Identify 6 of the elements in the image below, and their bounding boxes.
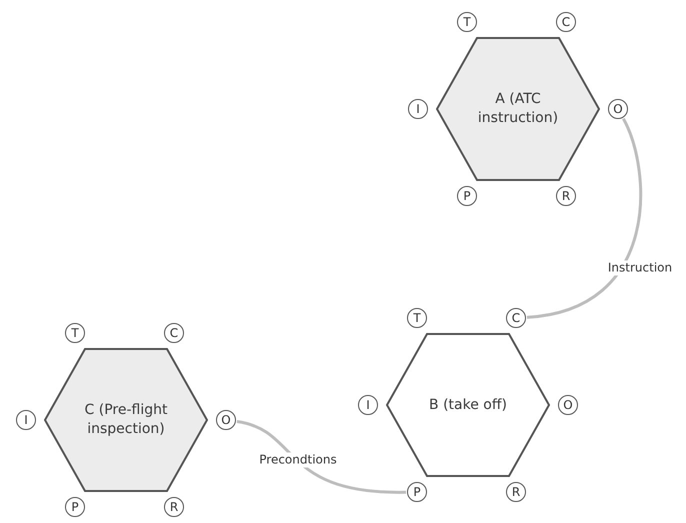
connector-line [236,420,406,494]
connector-line [526,118,642,319]
edge-label: Precondtions [257,452,339,468]
function-label: B (take off) [429,396,507,414]
function-label: C (Pre-flight inspection) [84,401,168,439]
function-label: A (ATC instruction) [476,90,560,128]
